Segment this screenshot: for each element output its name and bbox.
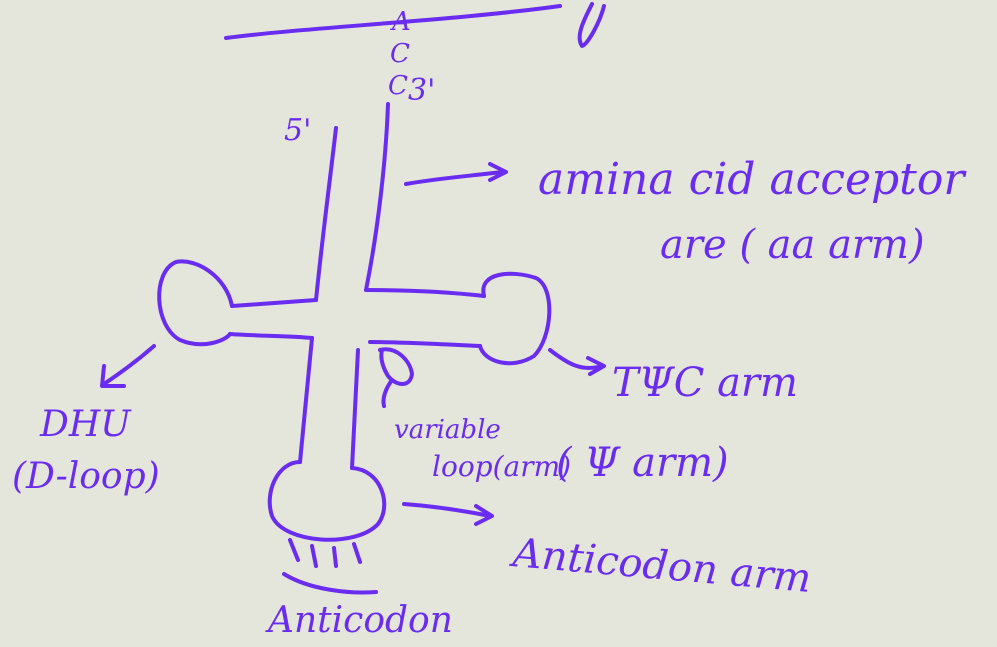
anticodon-stem-left xyxy=(298,336,314,464)
label-psi-arm: ( Ψ arm) xyxy=(556,440,729,486)
top-hook xyxy=(577,2,606,48)
variable-loop xyxy=(378,347,414,386)
label-3prime: 3' xyxy=(408,73,435,108)
tpsic-arm-lower xyxy=(368,340,482,348)
base-a: A xyxy=(390,7,411,37)
label-anticodon-arm: Anticodon arm xyxy=(507,530,813,602)
base-c2: C xyxy=(388,71,408,101)
dloop-arrow xyxy=(100,344,156,388)
label-acceptor-line2: are ( aa arm) xyxy=(660,222,925,268)
label-variable-line2: loop(arm) xyxy=(432,450,571,483)
base-c1: C xyxy=(390,39,410,69)
tpsic-arrow xyxy=(548,348,606,376)
tpsic-loop xyxy=(478,271,552,366)
label-acceptor-line1: amina cid acceptor xyxy=(538,154,967,205)
d-arm-upper xyxy=(230,298,318,308)
anticodon-stem-right xyxy=(350,348,360,470)
variable-arrow xyxy=(381,378,394,408)
label-dhu: DHU xyxy=(39,404,132,445)
label-variable-line1: variable xyxy=(394,415,501,445)
d-loop xyxy=(157,259,234,347)
top-line xyxy=(224,4,562,40)
label-tpsic-arm: TΨC arm xyxy=(612,360,798,406)
label-anticodon: Anticodon xyxy=(265,600,453,641)
d-arm-lower xyxy=(228,332,314,340)
anticodon-arrow xyxy=(402,502,494,526)
anticodon-loop xyxy=(267,460,387,542)
anticodon-tick xyxy=(288,538,300,562)
label-5prime: 5' xyxy=(284,113,311,148)
anticodon-tick xyxy=(352,542,362,564)
anticodon-tick xyxy=(310,544,318,568)
label-dloop: (D-loop) xyxy=(12,456,160,497)
acceptor-stem-3prime-strand xyxy=(364,102,390,292)
acceptor-arrow xyxy=(404,162,508,186)
tpsic-arm xyxy=(364,288,486,298)
anticodon-bracket xyxy=(282,572,378,595)
acceptor-stem-5prime-strand xyxy=(314,126,338,302)
anticodon-tick xyxy=(332,546,338,568)
